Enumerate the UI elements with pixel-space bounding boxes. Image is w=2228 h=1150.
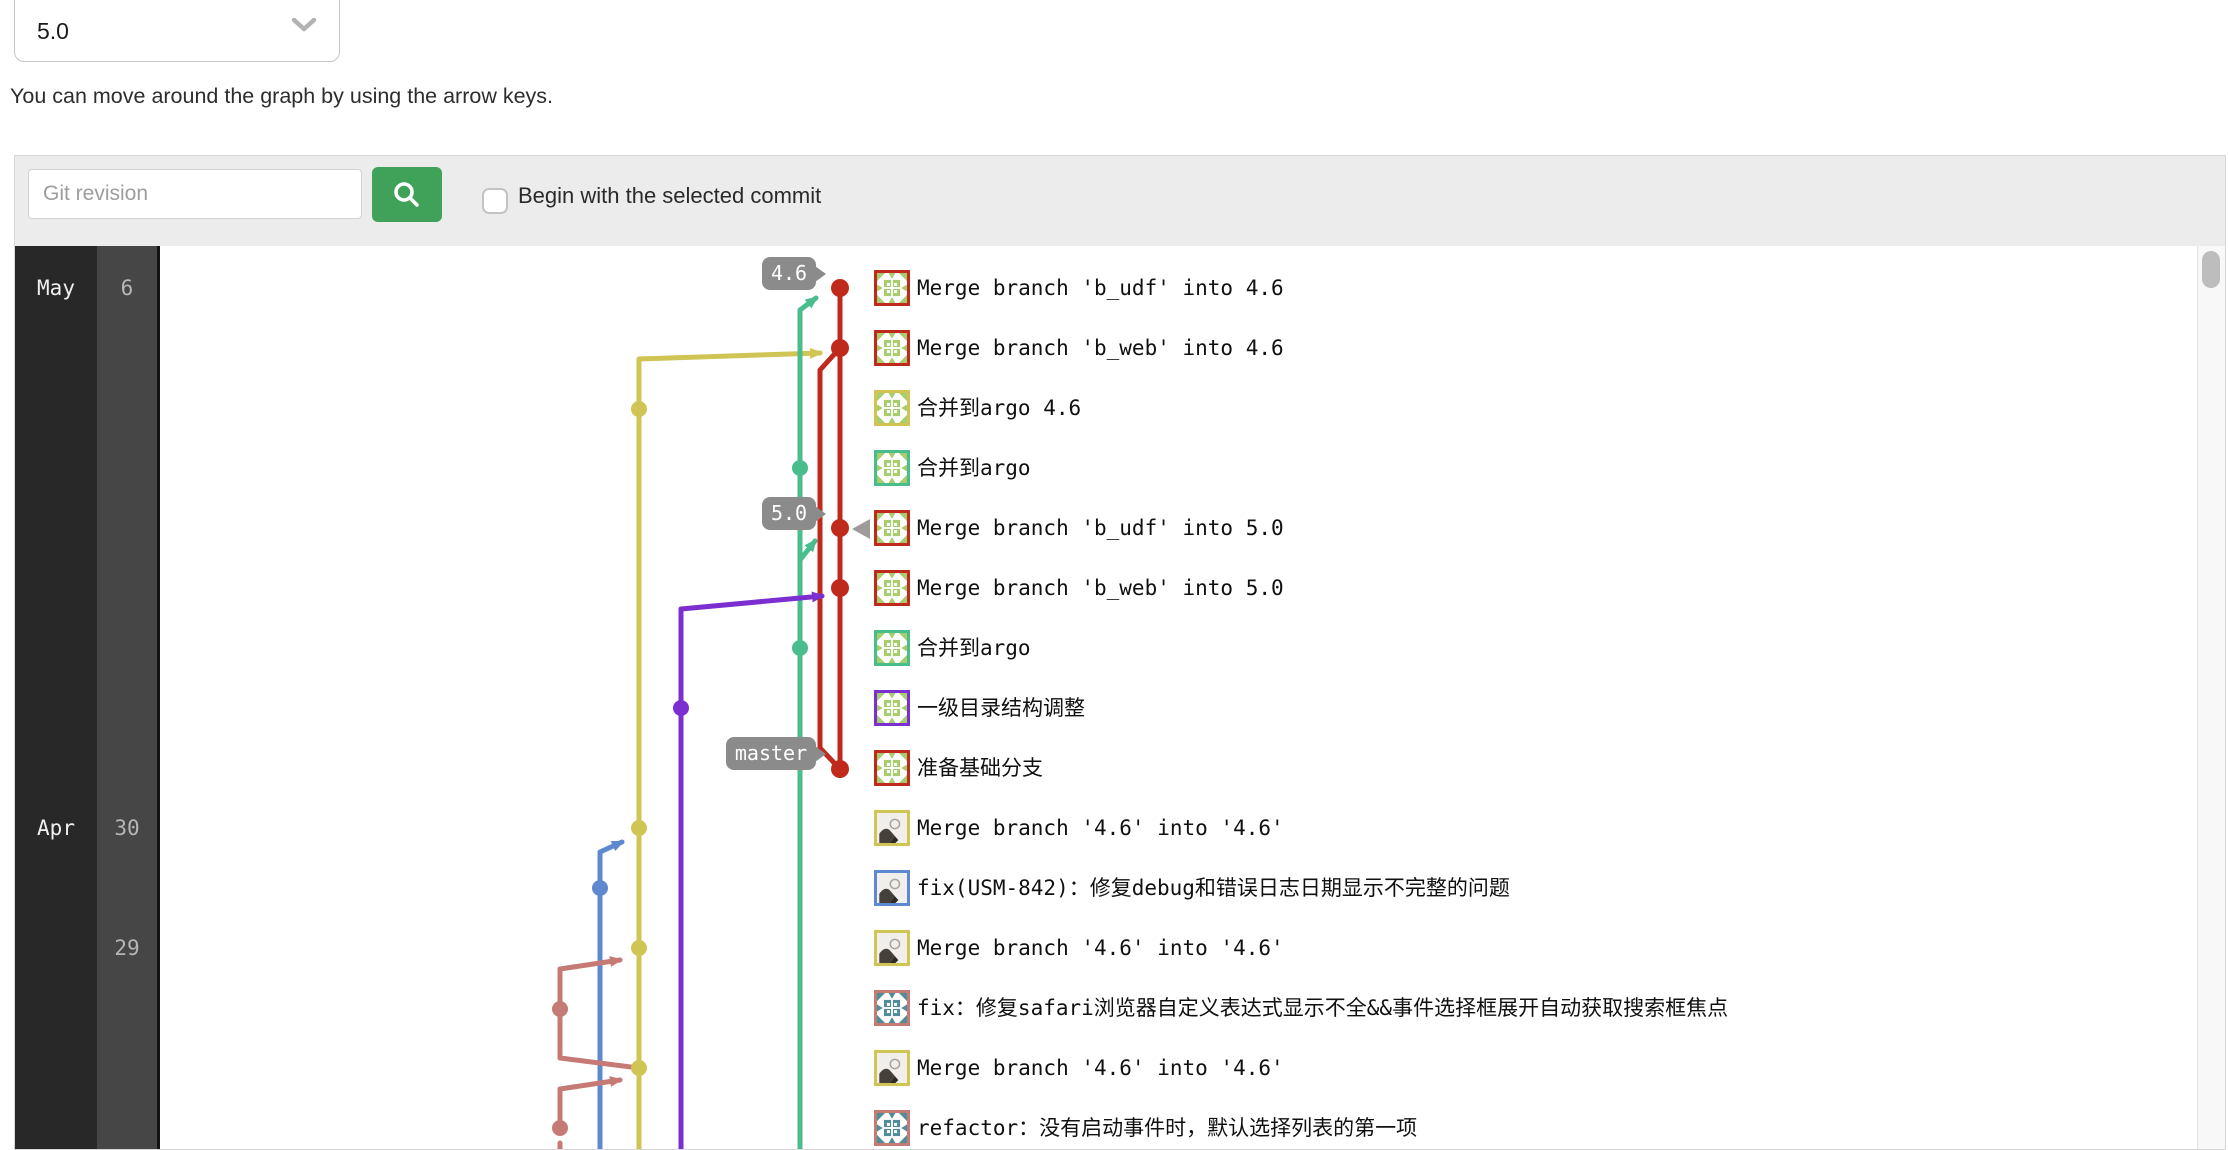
vertical-scrollbar bbox=[2197, 246, 2225, 1149]
commit-row: Merge branch '4.6' into '4.6' bbox=[160, 798, 2198, 858]
commit-message[interactable]: Merge branch 'b_udf' into 5.0 bbox=[917, 516, 1284, 540]
commit-dot[interactable] bbox=[631, 1060, 647, 1076]
lane-red-side bbox=[817, 345, 843, 772]
commit-row: Merge branch 'b_udf' into 4.6 bbox=[160, 258, 2198, 318]
git-revision-input[interactable] bbox=[28, 169, 362, 219]
scrollbar-thumb[interactable] bbox=[2202, 251, 2220, 288]
branch-label-4.6[interactable]: 4.6 bbox=[762, 257, 826, 290]
commit-message[interactable]: Merge branch 'b_udf' into 4.6 bbox=[917, 276, 1284, 300]
commit-message[interactable]: Merge branch '4.6' into '4.6' bbox=[917, 816, 1284, 840]
commit-dot[interactable] bbox=[831, 519, 849, 537]
branch-label-5.0[interactable]: 5.0 bbox=[762, 497, 826, 530]
commit-message[interactable]: 一级目录结构调整 bbox=[917, 696, 1085, 720]
commit-row: 合并到argo 4.6 bbox=[160, 378, 2198, 438]
lane-green bbox=[797, 295, 819, 1149]
photo-avatar bbox=[874, 810, 910, 846]
chevron-down-icon bbox=[291, 17, 317, 37]
commit-dot[interactable] bbox=[792, 460, 808, 476]
search-button[interactable] bbox=[372, 167, 442, 222]
identicon-green-avatar bbox=[874, 750, 910, 786]
commit-message[interactable]: Merge branch 'b_web' into 4.6 bbox=[917, 336, 1284, 360]
identicon-teal-avatar bbox=[874, 990, 910, 1026]
commit-dot[interactable] bbox=[631, 940, 647, 956]
commit-row: Merge branch '4.6' into '4.6' bbox=[160, 918, 2198, 978]
date-month-label: May bbox=[37, 276, 75, 300]
branch-label-master[interactable]: master bbox=[726, 737, 826, 770]
commit-row: 一级目录结构调整 bbox=[160, 678, 2198, 738]
commit-message[interactable]: Merge branch '4.6' into '4.6' bbox=[917, 1056, 1284, 1080]
commit-dot[interactable] bbox=[673, 700, 689, 716]
photo-avatar bbox=[874, 930, 910, 966]
commit-dot[interactable] bbox=[831, 760, 849, 778]
identicon-green-avatar bbox=[874, 450, 910, 486]
commit-message[interactable]: 合并到argo 4.6 bbox=[917, 396, 1082, 420]
commit-row: refactor：没有启动事件时，默认选择列表的第一项 bbox=[160, 1098, 2198, 1149]
commit-message[interactable]: 合并到argo bbox=[917, 636, 1031, 660]
commit-row: Merge branch 'b_udf' into 5.0 bbox=[160, 498, 2198, 558]
selected-commit-marker bbox=[852, 519, 870, 539]
lane-salmon-cross bbox=[557, 1006, 642, 1071]
commit-dot[interactable] bbox=[552, 1120, 568, 1136]
commit-row: 合并到argo bbox=[160, 438, 2198, 498]
branch-dropdown[interactable]: 5.0 bbox=[14, 0, 340, 62]
commit-dot[interactable] bbox=[792, 640, 808, 656]
commit-row: fix(USM-842)：修复debug和错误日志日期显示不完整的问题 bbox=[160, 858, 2198, 918]
date-month-label: Apr bbox=[37, 816, 75, 840]
identicon-green-avatar bbox=[874, 330, 910, 366]
commit-dot[interactable] bbox=[592, 880, 608, 896]
graph-toolbar: Begin with the selected commit bbox=[15, 156, 2225, 247]
commit-message[interactable]: fix(USM-842)：修复debug和错误日志日期显示不完整的问题 bbox=[917, 876, 1510, 900]
identicon-green-avatar bbox=[874, 570, 910, 606]
begin-with-selected-label: Begin with the selected commit bbox=[518, 183, 822, 208]
commit-dot[interactable] bbox=[831, 279, 849, 297]
lane-blue bbox=[597, 839, 625, 1149]
identicon-green-avatar bbox=[874, 690, 910, 726]
commit-graph-area: 4.6 5.0 master Merge branch 'b_udf' into 4… bbox=[160, 246, 2198, 1149]
lane-salmon-arrow-2 bbox=[557, 1076, 623, 1131]
commit-message[interactable]: 准备基础分支 bbox=[917, 756, 1043, 780]
commit-dot[interactable] bbox=[831, 339, 849, 357]
date-gutter-days: 6 30 29 bbox=[97, 246, 160, 1149]
commit-row: fix：修复safari浏览器自定义表达式显示不全&&事件选择框展开自动获取搜索… bbox=[160, 978, 2198, 1038]
commit-graph-svg bbox=[552, 279, 870, 1149]
photo-avatar bbox=[874, 870, 910, 906]
identicon-teal-avatar bbox=[874, 1110, 910, 1146]
photo-avatar bbox=[874, 1050, 910, 1086]
lane-purple bbox=[678, 591, 825, 1149]
lane-yellow bbox=[636, 347, 823, 1149]
lane-green-arrow-50 bbox=[797, 538, 818, 563]
commit-row: Merge branch 'b_web' into 4.6 bbox=[160, 318, 2198, 378]
lane-salmon-arrow-1 bbox=[557, 956, 623, 1011]
commit-dot[interactable] bbox=[831, 579, 849, 597]
identicon-green-avatar bbox=[874, 510, 910, 546]
commit-message[interactable]: refactor：没有启动事件时，默认选择列表的第一项 bbox=[917, 1116, 1418, 1140]
commit-message[interactable]: Merge branch '4.6' into '4.6' bbox=[917, 936, 1284, 960]
commit-dots bbox=[552, 279, 849, 1136]
commit-row: Merge branch 'b_web' into 5.0 bbox=[160, 558, 2198, 618]
begin-with-selected-checkbox[interactable] bbox=[482, 188, 508, 214]
keyboard-hint-text: You can move around the graph by using t… bbox=[10, 84, 554, 108]
date-day-label: 6 bbox=[120, 276, 134, 300]
commit-message[interactable]: 合并到argo bbox=[917, 456, 1031, 480]
commit-row: Merge branch '4.6' into '4.6' bbox=[160, 1038, 2198, 1098]
search-icon bbox=[378, 178, 436, 212]
branch-dropdown-value: 5.0 bbox=[37, 18, 69, 44]
identicon-green-avatar bbox=[874, 270, 910, 306]
identicon-green-avatar bbox=[874, 630, 910, 666]
date-day-label: 29 bbox=[114, 936, 140, 960]
commit-row: 准备基础分支 bbox=[160, 738, 2198, 798]
commit-dot[interactable] bbox=[552, 1001, 568, 1017]
commit-row: 合并到argo bbox=[160, 618, 2198, 678]
commit-message[interactable]: Merge branch 'b_web' into 5.0 bbox=[917, 576, 1284, 600]
identicon-green-avatar bbox=[874, 390, 910, 426]
commit-message[interactable]: fix：修复safari浏览器自定义表达式显示不全&&事件选择框展开自动获取搜索… bbox=[917, 996, 1729, 1020]
commit-dot[interactable] bbox=[631, 820, 647, 836]
commit-dot[interactable] bbox=[631, 401, 647, 417]
date-day-label: 30 bbox=[114, 816, 140, 840]
